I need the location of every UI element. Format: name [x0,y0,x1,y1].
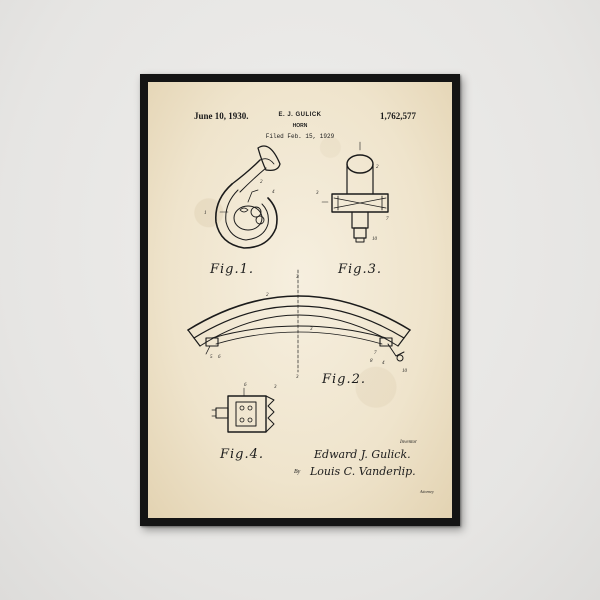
fig2-label-3c: 3 [296,375,299,380]
inventor-signature: Edward J. Gulick. [314,448,411,461]
fig2-label-7: 7 [374,351,377,356]
fig2-label-2: 2 [266,293,269,298]
fig1-label-4: 4 [272,190,275,195]
by-caption: By [294,469,301,475]
poster-frame: June 10, 1930. E. J. GULICK 1,762,577 HO… [140,74,460,526]
attorney-signature: Louis C. Vanderlip. [310,465,416,478]
inventor-caption: Inventor [400,440,417,445]
fig3-label-7: 7 [386,217,389,222]
patent-number: 1,762,577 [380,111,416,121]
patent-drawings: 1 2 4 2 [187,141,411,433]
paper-texture [148,82,452,518]
fig4-clamp-detail-drawing [211,387,275,433]
fig1-label-1: 1 [204,211,207,216]
patent-filed-date: Filed Feb. 15, 1929 [265,133,335,140]
fig2-label-10: 10 [402,369,408,374]
fig3-label-3: 3 [316,191,319,196]
patent-paper: June 10, 1930. E. J. GULICK 1,762,577 HO… [148,82,452,518]
fig1-horn-drawing [215,145,281,249]
attorney-caption: Attorney [420,489,434,494]
fig1-label-2: 2 [260,180,263,185]
fig3-label-2: 2 [376,165,379,170]
fig2-label-3b: 3 [310,327,313,332]
fig3-label-10: 10 [372,237,378,242]
patent-date: June 10, 1930. [194,111,249,121]
fig2-label-6: 6 [218,355,221,360]
fig1-caption: Fig.1. [210,262,255,277]
patent-title: HORN [292,123,308,129]
fig3-clamp-drawing [321,141,389,243]
fig2-curved-section-drawing [187,269,411,373]
fig4-label-3: 3 [274,385,277,390]
fig2-label-8: 8 [370,359,373,364]
fig3-caption: Fig.3. [338,262,383,277]
fig2-caption: Fig.2. [322,372,367,387]
fig2-label-3a: 3 [296,275,299,280]
fig2-label-5: 5 [210,355,213,360]
fig4-label-6: 6 [244,383,247,388]
fig4-caption: Fig.4. [220,447,265,462]
fig2-label-4: 4 [382,361,385,366]
patent-inventor: E. J. GULICK [278,112,322,118]
